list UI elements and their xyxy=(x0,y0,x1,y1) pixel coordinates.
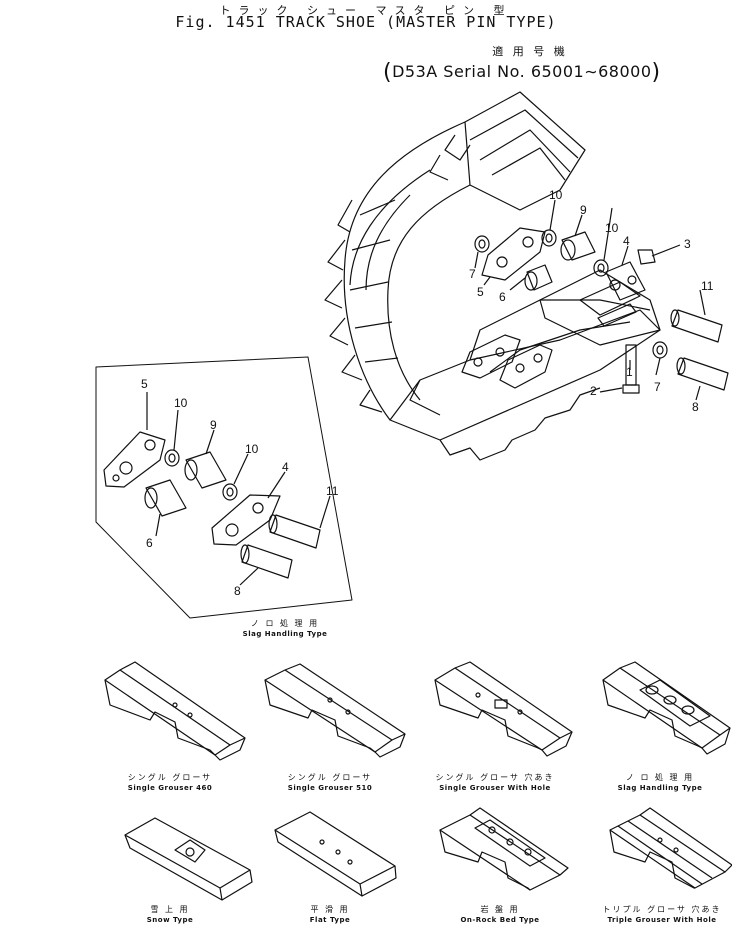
inset-callout-6: 6 xyxy=(146,536,153,550)
inset-callout-11: 11 xyxy=(326,484,339,498)
callout-6: 6 xyxy=(499,290,506,304)
callout-7-b: 7 xyxy=(654,380,661,394)
callout-5: 5 xyxy=(477,285,484,299)
inset-callout-10-b: 10 xyxy=(245,442,259,456)
callout-11: 11 xyxy=(701,279,714,293)
callout-7-a: 7 xyxy=(469,267,476,281)
inset-caption: ノ ロ 処 理 用 Slag Handling Type xyxy=(242,619,328,638)
figure-title: Fig. 1451 TRACK SHOE (MASTER PIN TYPE) xyxy=(175,13,557,31)
callout-4: 4 xyxy=(623,234,630,248)
callout-10-b: 10 xyxy=(605,221,619,235)
inset-slag-handling-exploded xyxy=(95,356,353,619)
callout-9: 9 xyxy=(580,203,587,217)
applicable-models-label: 適 用 号 機 xyxy=(492,45,568,58)
callout-3: 3 xyxy=(684,237,691,251)
inset-callout-8: 8 xyxy=(234,584,241,598)
callout-8: 8 xyxy=(692,400,699,414)
inset-callout-10-a: 10 xyxy=(174,396,188,410)
variant-shoe-drawings xyxy=(104,661,732,901)
callout-2: 2 xyxy=(590,384,597,398)
track-chain-assembly xyxy=(324,91,729,461)
inset-callout-5: 5 xyxy=(141,377,148,391)
inset-callout-9: 9 xyxy=(210,418,217,432)
callout-1: 1 xyxy=(626,365,633,379)
inset-callout-4: 4 xyxy=(282,460,289,474)
serial-range: (D53A Serial No. 65001∼68000) xyxy=(383,60,661,85)
callout-10-a: 10 xyxy=(549,188,563,202)
title-japanese: トラック シュー マスタ ピン 型 xyxy=(219,4,513,17)
